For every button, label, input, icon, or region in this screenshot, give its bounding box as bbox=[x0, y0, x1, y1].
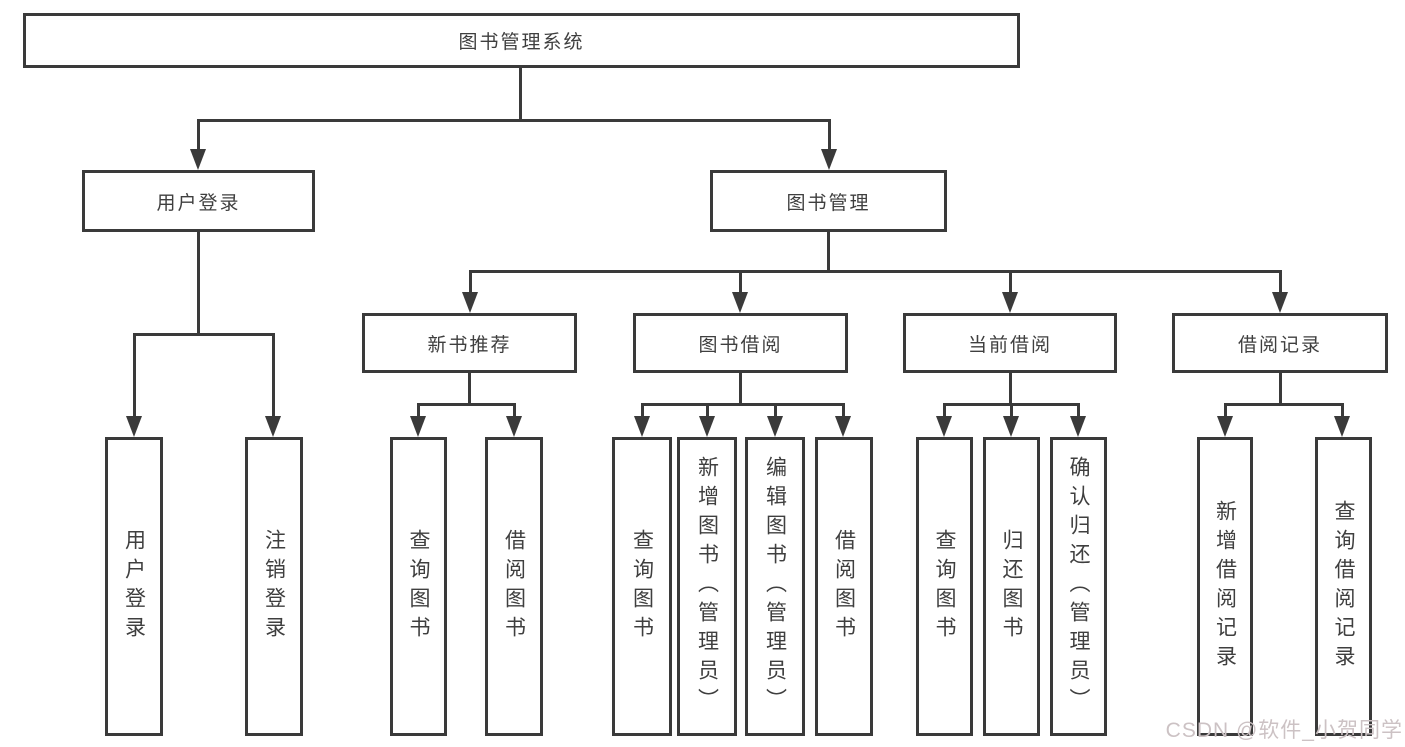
leaf-add-borrow-record-label: 新增借阅记录 bbox=[1213, 499, 1237, 674]
connector-line bbox=[197, 119, 200, 152]
connector-line bbox=[1010, 403, 1013, 419]
connector-line bbox=[469, 270, 1282, 273]
connector-line bbox=[641, 403, 644, 419]
connector-line bbox=[133, 333, 275, 336]
connector-line bbox=[1224, 403, 1344, 406]
connector-line bbox=[827, 232, 830, 273]
connector-line bbox=[1009, 270, 1012, 296]
arrow-down-icon bbox=[126, 416, 142, 437]
leaf-add-borrow-record: 新增借阅记录 bbox=[1197, 437, 1253, 736]
connector-line bbox=[417, 403, 516, 406]
arrow-down-icon bbox=[835, 416, 851, 437]
arrow-down-icon bbox=[1217, 416, 1233, 437]
node-current-borrowing-label: 当前借阅 bbox=[967, 334, 1052, 356]
arrow-down-icon bbox=[699, 416, 715, 437]
leaf-query-books-recommend: 查询图书 bbox=[390, 437, 447, 736]
leaf-borrow-books-borrowing-label: 借阅图书 bbox=[832, 528, 856, 645]
connector-line bbox=[739, 373, 742, 405]
node-current-borrowing: 当前借阅 bbox=[903, 313, 1117, 373]
arrow-down-icon bbox=[1003, 416, 1019, 437]
node-book-borrowing-label: 图书借阅 bbox=[698, 334, 783, 356]
arrow-down-icon bbox=[1272, 292, 1288, 313]
connector-line bbox=[828, 119, 831, 152]
node-borrowing-records-label: 借阅记录 bbox=[1237, 334, 1322, 356]
leaf-query-books-borrowing: 查询图书 bbox=[612, 437, 672, 736]
connector-line bbox=[641, 403, 845, 406]
connector-line bbox=[774, 403, 777, 419]
connector-line bbox=[133, 333, 136, 419]
connector-line bbox=[706, 403, 709, 419]
node-library-system: 图书管理系统 bbox=[23, 13, 1020, 68]
arrow-down-icon bbox=[767, 416, 783, 437]
leaf-borrow-books-borrowing: 借阅图书 bbox=[815, 437, 873, 736]
leaf-add-book-admin: 新增图书（管理员） bbox=[677, 437, 737, 736]
leaf-edit-book-admin-label: 编辑图书（管理员） bbox=[763, 456, 787, 717]
connector-line bbox=[417, 403, 420, 419]
node-borrowing-records: 借阅记录 bbox=[1172, 313, 1388, 373]
csdn-watermark: CSDN @软件_小贺同学 bbox=[1165, 719, 1403, 742]
connector-line bbox=[272, 333, 275, 419]
node-library-system-label: 图书管理系统 bbox=[458, 32, 585, 53]
leaf-query-books-recommend-label: 查询图书 bbox=[407, 528, 430, 645]
connector-line bbox=[513, 403, 516, 419]
connector-line bbox=[1341, 403, 1344, 419]
arrow-down-icon bbox=[936, 416, 952, 437]
connector-line bbox=[519, 66, 522, 122]
node-new-book-recommend-label: 新书推荐 bbox=[427, 334, 512, 356]
leaf-return-books-label: 归还图书 bbox=[1000, 528, 1023, 645]
arrow-down-icon bbox=[506, 416, 522, 437]
connector-line bbox=[739, 270, 742, 296]
node-book-management: 图书管理 bbox=[710, 170, 947, 232]
arrow-down-icon bbox=[634, 416, 650, 437]
arrow-down-icon bbox=[265, 416, 281, 437]
leaf-query-borrow-record-label: 查询借阅记录 bbox=[1332, 499, 1355, 674]
connector-line bbox=[469, 270, 472, 296]
node-user-login-label: 用户登录 bbox=[156, 192, 241, 214]
leaf-return-books: 归还图书 bbox=[983, 437, 1040, 736]
arrow-down-icon bbox=[410, 416, 426, 437]
leaf-query-books-current-label: 查询图书 bbox=[933, 528, 956, 645]
connector-line bbox=[197, 232, 200, 336]
leaf-edit-book-admin: 编辑图书（管理员） bbox=[745, 437, 805, 736]
node-new-book-recommend: 新书推荐 bbox=[362, 313, 577, 373]
arrow-down-icon bbox=[1070, 416, 1086, 437]
connector-line bbox=[197, 119, 831, 122]
arrow-down-icon bbox=[821, 149, 837, 170]
connector-line bbox=[1224, 403, 1227, 419]
arrow-down-icon bbox=[732, 292, 748, 313]
node-book-borrowing: 图书借阅 bbox=[633, 313, 848, 373]
node-book-management-label: 图书管理 bbox=[786, 192, 871, 214]
leaf-add-book-admin-label: 新增图书（管理员） bbox=[695, 456, 719, 717]
arrow-down-icon bbox=[1002, 292, 1018, 313]
connector-line bbox=[943, 403, 946, 419]
leaf-confirm-return-admin: 确认归还（管理员） bbox=[1050, 437, 1107, 736]
leaf-query-borrow-record: 查询借阅记录 bbox=[1315, 437, 1372, 736]
leaf-user-login: 用户登录 bbox=[105, 437, 163, 736]
connector-line bbox=[1009, 373, 1012, 405]
connector-line bbox=[468, 373, 471, 405]
arrow-down-icon bbox=[1334, 416, 1350, 437]
connector-line bbox=[842, 403, 845, 419]
connector-line bbox=[1077, 403, 1080, 419]
leaf-logout: 注销登录 bbox=[245, 437, 303, 736]
connector-line bbox=[1279, 270, 1282, 296]
leaf-query-books-borrowing-label: 查询图书 bbox=[630, 528, 654, 645]
leaf-logout-label: 注销登录 bbox=[262, 528, 286, 645]
leaf-confirm-return-admin-label: 确认归还（管理员） bbox=[1067, 456, 1090, 717]
leaf-borrow-books-recommend: 借阅图书 bbox=[485, 437, 543, 736]
leaf-user-login-label: 用户登录 bbox=[122, 528, 146, 645]
connector-line bbox=[1279, 373, 1282, 405]
arrow-down-icon bbox=[462, 292, 478, 313]
arrow-down-icon bbox=[190, 149, 206, 170]
leaf-query-books-current: 查询图书 bbox=[916, 437, 973, 736]
node-user-login: 用户登录 bbox=[82, 170, 315, 232]
leaf-borrow-books-recommend-label: 借阅图书 bbox=[502, 528, 526, 645]
